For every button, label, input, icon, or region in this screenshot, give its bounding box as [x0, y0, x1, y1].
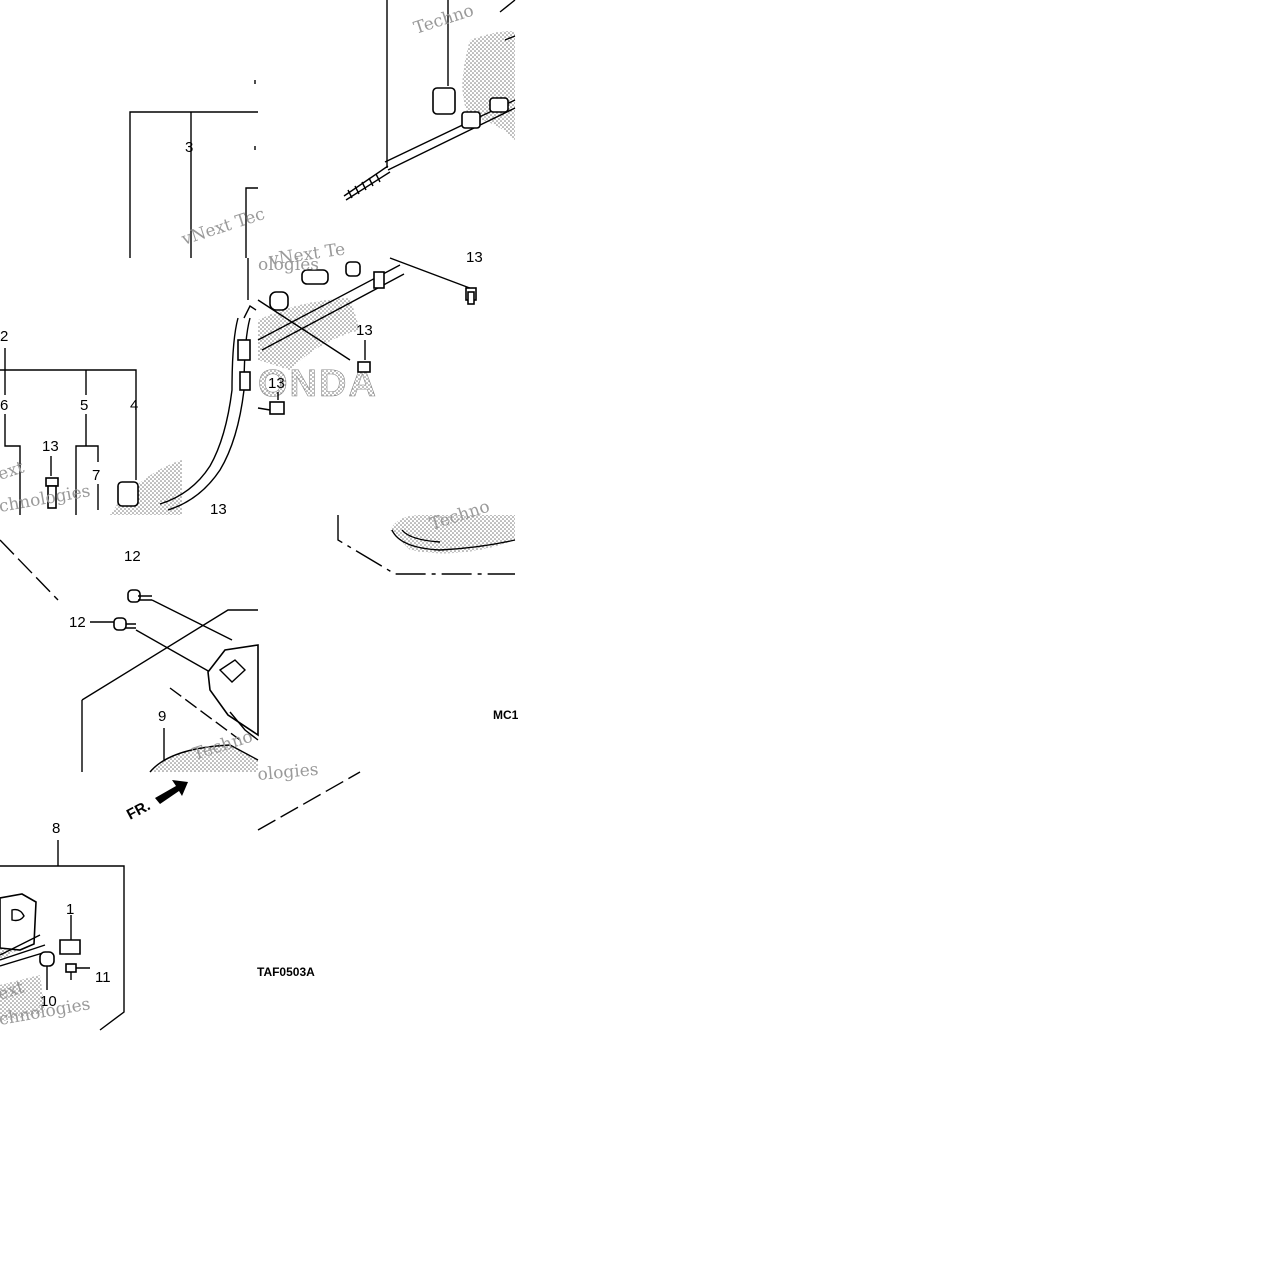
callout-12: 12 — [124, 548, 141, 565]
watermark-text: ext — [0, 457, 27, 484]
figure-code-main: TAF0503A — [257, 965, 315, 979]
tile-top-center: Techno — [343, 0, 516, 201]
callout-12: 12 — [69, 614, 86, 631]
callout-13: 13 — [210, 501, 227, 518]
callout-9: 9 — [158, 708, 166, 725]
tile-center: ONDA 13 13 13 vNext Te — [257, 240, 483, 415]
watermark-text: Techno — [411, 1, 476, 39]
callout-11: 11 — [95, 969, 111, 986]
callout-13: 13 — [356, 322, 373, 339]
figure-code-partial: MC1 — [493, 708, 519, 722]
watermark-text: vNext Tec — [178, 204, 267, 250]
callout-7: 7 — [92, 467, 100, 484]
watermark-text: ologies — [258, 255, 319, 275]
callout-6: 6 — [0, 397, 8, 414]
tile-top-left: 3 vNext Tec — [129, 80, 267, 258]
tile-middle-left: 2 6 5 4 13 7 13 ext chnologies — [0, 258, 257, 518]
callout-13: 13 — [268, 375, 285, 392]
callout-13: 13 — [42, 438, 59, 455]
tile-right-of-center: Techno MC1 — [337, 497, 519, 722]
watermark-text: ologies — [257, 760, 320, 785]
callout-8: 8 — [52, 820, 60, 837]
front-direction-arrow-icon — [155, 780, 188, 804]
callout-4: 4 — [130, 397, 138, 414]
tile-bottom: FR. 8 1 10 11 ext chnologies TAF0503A — [0, 771, 361, 1031]
callout-2: 2 — [0, 328, 8, 345]
callout-1: 1 — [66, 901, 74, 918]
callout-5: 5 — [80, 397, 88, 414]
callout-3: 3 — [185, 139, 193, 156]
callout-10: 10 — [40, 993, 57, 1010]
callout-13: 13 — [466, 249, 483, 266]
tile-lower-left: 12 12 9 Techno — [0, 539, 259, 773]
front-direction-label: FR. — [124, 797, 153, 823]
